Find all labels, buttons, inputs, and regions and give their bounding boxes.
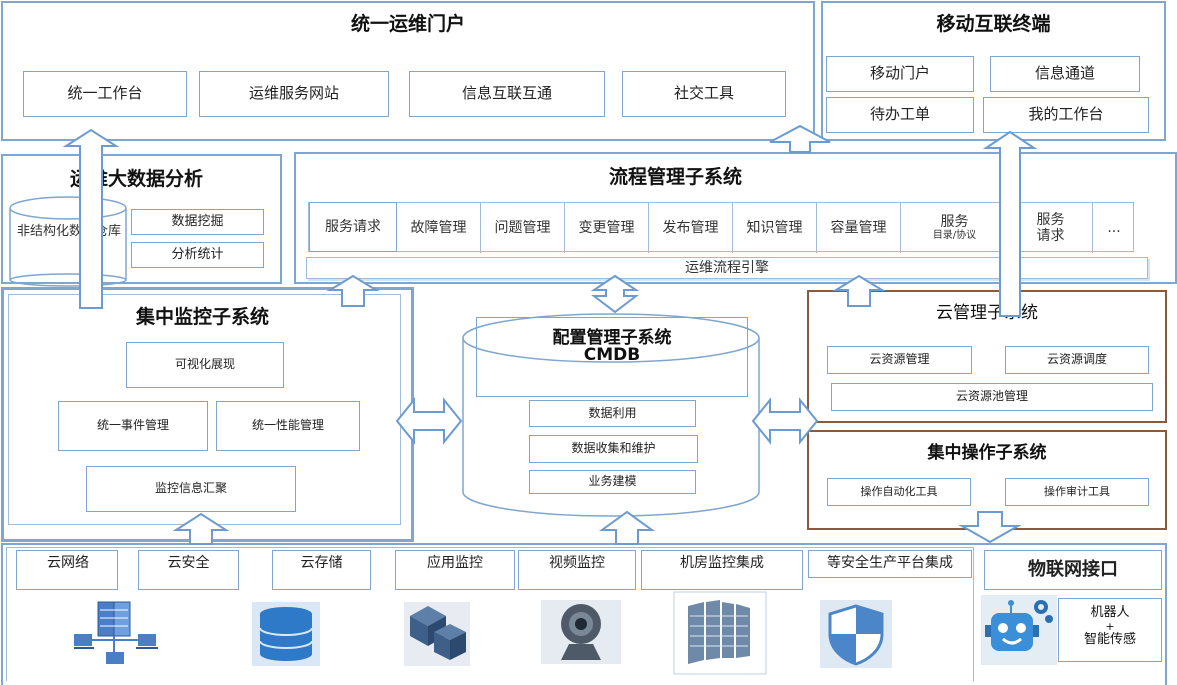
cloud-item-resource-management[interactable]: 云资源管理: [827, 346, 972, 374]
bottom-item-cloud-network[interactable]: 云网络: [16, 550, 118, 590]
mobile-item-info-channel[interactable]: 信息通道: [990, 56, 1140, 92]
portal-item-workbench[interactable]: 统一工作台: [23, 71, 187, 117]
process-item-more[interactable]: ...: [1093, 203, 1135, 253]
process-item-label: 问题管理: [494, 219, 551, 236]
ops-title: 集中操作子系统: [927, 443, 1047, 463]
data-warehouse-label: 非结构化数据仓库: [17, 224, 122, 239]
iot-interface-title-box: 物联网接口: [984, 550, 1162, 590]
process-item-label: 知识管理: [746, 219, 803, 236]
process-item-problem[interactable]: 问题管理: [481, 203, 565, 253]
process-item-capacity[interactable]: 容量管理: [817, 203, 901, 253]
cmdb-subtitle: CMDB: [583, 345, 641, 365]
webcam-icon: [541, 600, 621, 664]
portal-item-social-tools[interactable]: 社交工具: [622, 71, 786, 117]
process-items-row: 服务请求 故障管理 问题管理 变更管理 发布管理 知识管理 容量管理 服务目录/…: [308, 202, 1135, 253]
database-storage-icon: [252, 602, 320, 666]
bottom-item-video-monitoring[interactable]: 视频监控: [518, 550, 636, 590]
process-item-label: 服务: [1036, 211, 1065, 228]
application-cubes-icon: [404, 602, 470, 666]
cloud-title: 云管理子系统: [936, 303, 1038, 323]
bottom-item-safety-platform[interactable]: 等安全生产平台集成: [808, 550, 972, 578]
network-topology-icon: [74, 601, 158, 664]
iot-robot-sensor-box: 机器人 + 智能传感: [1058, 598, 1162, 662]
infrastructure-inner-border: [6, 547, 974, 681]
cloud-management-panel: 云管理子系统 云资源管理 云资源调度 云资源池管理: [807, 290, 1167, 423]
bottom-item-cloud-security[interactable]: 云安全: [138, 550, 239, 590]
process-item-label: 故障管理: [410, 219, 467, 236]
monitor-item-event-management[interactable]: 统一事件管理: [58, 401, 208, 451]
process-item-service-request[interactable]: 服务请求: [309, 202, 397, 252]
portal-item-info-interconnect[interactable]: 信息互联互通: [409, 71, 605, 117]
unified-ops-portal-panel: 统一运维门户 统一工作台 运维服务网站 信息互联互通 社交工具: [1, 1, 815, 141]
iot-plus-label: +: [1105, 620, 1115, 634]
mobile-item-portal[interactable]: 移动门户: [826, 56, 974, 92]
process-item-label: 发布管理: [662, 219, 719, 236]
iot-title: 物联网接口: [1028, 558, 1118, 580]
cmdb-item-business-modeling[interactable]: 业务建模: [529, 470, 696, 494]
process-item-service-request-2[interactable]: 服务请求: [1009, 203, 1093, 253]
process-title: 流程管理子系统: [608, 166, 742, 188]
cloud-item-resource-scheduling[interactable]: 云资源调度: [1005, 346, 1149, 374]
process-item-label: 容量管理: [830, 219, 887, 236]
process-engine-label: 运维流程引擎: [685, 260, 769, 276]
security-shield-icon: [820, 600, 892, 668]
bottom-item-cloud-storage[interactable]: 云存储: [272, 550, 371, 590]
cloud-item-resource-pool[interactable]: 云资源池管理: [831, 383, 1153, 411]
process-item-knowledge[interactable]: 知识管理: [733, 203, 817, 253]
monitor-item-info-aggregation[interactable]: 监控信息汇聚: [86, 466, 296, 512]
bigdata-item-mining[interactable]: 数据挖掘: [131, 209, 264, 235]
process-management-panel: 流程管理子系统 服务请求 故障管理 问题管理 变更管理 发布管理 知识管理 容量…: [294, 152, 1177, 284]
central-monitoring-panel: 集中监控子系统 可视化展现 统一事件管理 统一性能管理 监控信息汇聚: [1, 287, 414, 542]
portal-item-ops-website[interactable]: 运维服务网站: [199, 71, 389, 117]
process-engine-bar: 运维流程引擎: [306, 257, 1148, 279]
process-item-change[interactable]: 变更管理: [565, 203, 649, 253]
monitor-item-performance-management[interactable]: 统一性能管理: [216, 401, 360, 451]
process-item-sublabel: 请求: [1036, 228, 1065, 244]
process-item-release[interactable]: 发布管理: [649, 203, 733, 253]
process-item-label: ...: [1107, 219, 1121, 236]
mobile-item-pending-tickets[interactable]: 待办工单: [826, 97, 974, 133]
robot-icon: [981, 595, 1057, 665]
iot-robot-label: 机器人: [1090, 605, 1130, 620]
mobile-title: 移动互联终端: [936, 13, 1051, 35]
process-item-service-catalog[interactable]: 服务目录/协议: [901, 203, 1009, 253]
process-item-sublabel: 目录/协议: [932, 230, 977, 242]
bottom-item-datacenter-monitoring[interactable]: 机房监控集成: [641, 550, 803, 590]
portal-title: 统一运维门户: [350, 13, 465, 35]
cmdb-item-data-utilization[interactable]: 数据利用: [529, 400, 696, 427]
cmdb-header-box: [476, 317, 748, 397]
cmdb-item-data-collection[interactable]: 数据收集和维护: [529, 435, 698, 463]
mobile-terminal-panel: 移动互联终端 移动门户 信息通道 待办工单 我的工作台: [821, 1, 1166, 141]
cmdb-title: 配置管理子系统: [552, 328, 672, 348]
monitor-item-visualization[interactable]: 可视化展现: [126, 342, 284, 388]
central-operations-panel: 集中操作子系统 操作自动化工具 操作审计工具: [807, 430, 1167, 530]
bigdata-item-statistics[interactable]: 分析统计: [131, 242, 264, 268]
monitor-title: 集中监控子系统: [135, 306, 269, 328]
process-item-label: 服务请求: [325, 218, 381, 235]
process-item-incident[interactable]: 故障管理: [397, 203, 481, 253]
process-item-label: 变更管理: [578, 219, 635, 236]
ops-item-audit[interactable]: 操作审计工具: [1005, 478, 1149, 506]
ops-item-automation[interactable]: 操作自动化工具: [827, 478, 971, 506]
server-rack-icon: [673, 591, 767, 675]
mobile-item-my-workbench[interactable]: 我的工作台: [983, 97, 1149, 133]
process-item-label: 服务: [940, 214, 969, 231]
iot-sensor-label: 智能传感: [1083, 632, 1136, 648]
bottom-item-app-monitoring[interactable]: 应用监控: [395, 550, 515, 590]
